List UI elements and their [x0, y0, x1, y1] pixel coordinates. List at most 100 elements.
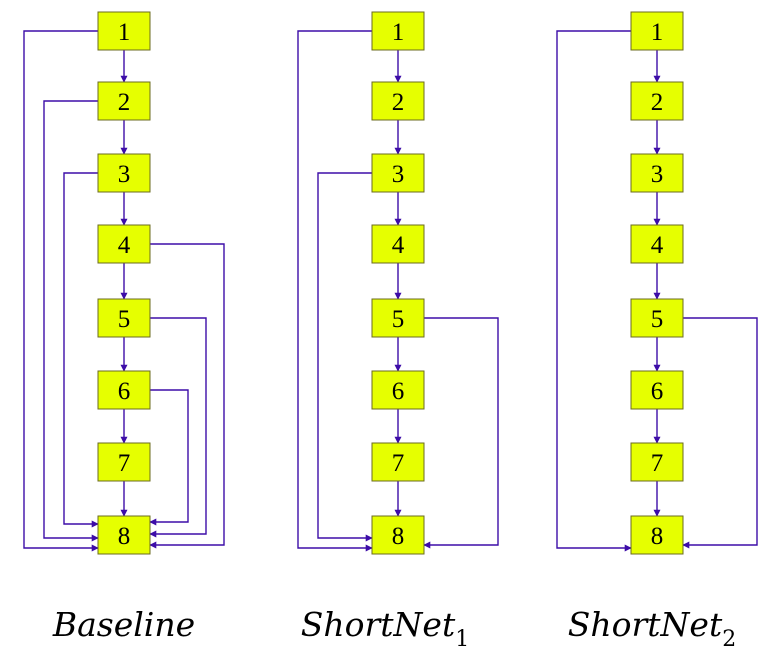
node-box	[371, 81, 425, 121]
column-2-nodes: 1 2 3 4 5 6 7 8	[371, 11, 425, 555]
skip-edge-2-to-8	[43, 100, 99, 542]
column-1	[23, 30, 225, 552]
node-2: 2	[371, 81, 425, 121]
node-label: 2	[118, 89, 131, 116]
column-caption: Baseline	[52, 605, 195, 644]
edges-layer	[23, 30, 758, 552]
caption-subscript: 2	[722, 627, 736, 652]
skip-edge-3-to-8	[317, 172, 373, 542]
caption-main: Baseline	[52, 605, 195, 644]
node-label: 7	[392, 450, 405, 477]
node-2: 2	[97, 81, 151, 121]
node-label: 1	[392, 19, 405, 46]
node-box	[630, 370, 684, 410]
node-box	[371, 224, 425, 264]
node-box	[630, 153, 684, 193]
column-2	[297, 30, 499, 552]
skip-edge-1-to-8	[556, 30, 632, 552]
node-box	[371, 298, 425, 338]
node-6: 6	[630, 370, 684, 410]
node-5: 5	[630, 298, 684, 338]
node-box	[371, 11, 425, 51]
node-label: 7	[651, 450, 664, 477]
node-2: 2	[630, 81, 684, 121]
node-label: 5	[392, 306, 405, 333]
node-label: 6	[651, 378, 664, 405]
node-6: 6	[97, 370, 151, 410]
column-caption: ShortNet2	[568, 605, 736, 652]
node-box	[97, 153, 151, 193]
column-1-nodes: 1 2 3 4 5 6 7 8	[97, 11, 151, 555]
node-3: 3	[97, 153, 151, 193]
node-box	[630, 298, 684, 338]
node-box	[630, 515, 684, 555]
skip-edge-5-to-8	[423, 317, 499, 549]
node-1: 1	[371, 11, 425, 51]
node-label: 3	[118, 161, 131, 188]
caption-main: ShortNet	[301, 605, 456, 644]
node-label: 1	[651, 19, 664, 46]
nodes-layer: 1 2 3 4 5 6 7 8 1 2 3 4 5 6 7 8 1 2 3 4 5 6 7 8	[97, 11, 684, 555]
column-3-nodes: 1 2 3 4 5 6 7 8	[630, 11, 684, 555]
node-8: 8	[630, 515, 684, 555]
node-1: 1	[630, 11, 684, 51]
skip-edge-1-to-8	[297, 30, 373, 552]
node-box	[371, 442, 425, 482]
node-7: 7	[97, 442, 151, 482]
node-label: 6	[118, 378, 131, 405]
node-box	[630, 11, 684, 51]
node-label: 5	[118, 306, 131, 333]
node-label: 2	[392, 89, 405, 116]
node-box	[97, 11, 151, 51]
node-box	[97, 515, 151, 555]
node-box	[630, 81, 684, 121]
node-label: 6	[392, 378, 405, 405]
skip-edge-3-to-8	[63, 172, 99, 528]
node-label: 8	[118, 523, 131, 550]
node-1: 1	[97, 11, 151, 51]
node-label: 3	[651, 161, 664, 188]
node-label: 4	[651, 232, 664, 259]
node-box	[630, 442, 684, 482]
node-box	[371, 515, 425, 555]
node-4: 4	[371, 224, 425, 264]
node-label: 8	[651, 523, 664, 550]
node-3: 3	[630, 153, 684, 193]
node-label: 3	[392, 161, 405, 188]
node-label: 4	[118, 232, 131, 259]
node-box	[97, 224, 151, 264]
node-label: 4	[392, 232, 405, 259]
skip-edge-1-to-8	[23, 30, 99, 552]
node-box	[630, 224, 684, 264]
skip-edge-6-to-8	[149, 389, 189, 526]
node-box	[371, 370, 425, 410]
column-3	[556, 30, 758, 552]
node-7: 7	[630, 442, 684, 482]
node-box	[371, 153, 425, 193]
node-box	[97, 81, 151, 121]
node-8: 8	[371, 515, 425, 555]
node-label: 8	[392, 523, 405, 550]
node-3: 3	[371, 153, 425, 193]
column-caption: ShortNet1	[301, 605, 469, 652]
skip-edge-4-to-8	[149, 243, 225, 549]
skip-edge-5-to-8	[149, 317, 207, 538]
node-box	[97, 298, 151, 338]
node-7: 7	[371, 442, 425, 482]
node-label: 2	[651, 89, 664, 116]
node-5: 5	[371, 298, 425, 338]
node-label: 5	[651, 306, 664, 333]
node-5: 5	[97, 298, 151, 338]
skip-edge-5-to-8	[682, 317, 758, 549]
node-4: 4	[97, 224, 151, 264]
node-label: 1	[118, 19, 131, 46]
node-box	[97, 442, 151, 482]
caption-main: ShortNet	[568, 605, 723, 644]
node-label: 7	[118, 450, 131, 477]
node-4: 4	[630, 224, 684, 264]
caption-subscript: 1	[455, 627, 469, 652]
node-6: 6	[371, 370, 425, 410]
node-box	[97, 370, 151, 410]
